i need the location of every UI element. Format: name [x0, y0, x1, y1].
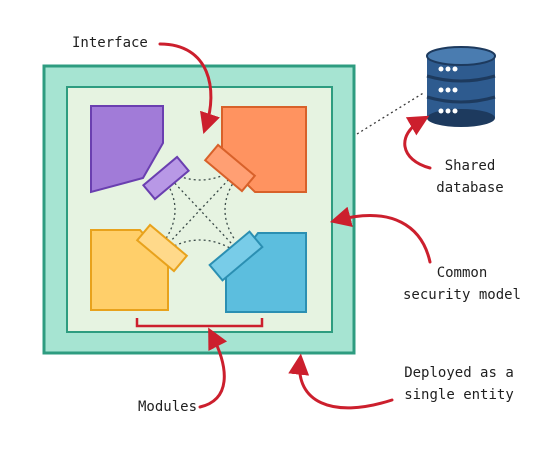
interface-label: Interface: [72, 35, 148, 51]
shared-database-label-line1: Shared: [444, 158, 496, 174]
shared-database-label: Shared database: [430, 155, 510, 199]
modules-bracket: [135, 318, 264, 328]
curved-arrow-icon: [158, 42, 432, 410]
arrow-deployed: [288, 353, 394, 410]
common-security-model-label: Common security model: [392, 262, 532, 306]
deployed-label-line1: Deployed as a: [404, 365, 514, 381]
modules-label: Modules: [138, 399, 198, 415]
module-blue: [208, 230, 307, 313]
database-icon: [426, 46, 496, 127]
arrow-shared-database: [403, 115, 432, 170]
interface-connector-yellow: [135, 223, 189, 273]
arrow-security-model: [329, 206, 432, 264]
common-security-model-label-line2: security model: [402, 287, 521, 303]
interface-connector-orange: [203, 143, 257, 193]
database-link: [356, 91, 426, 135]
module-yellow: [90, 223, 189, 311]
module-purple: [90, 105, 191, 201]
common-security-model-label-line1: Common: [436, 265, 488, 281]
arrow-interface: [158, 42, 220, 134]
deployed-label-line2: single entity: [404, 387, 514, 403]
module-orange: [203, 106, 307, 193]
shared-database-label-line2: database: [436, 180, 504, 196]
interface-connector-purple: [141, 155, 191, 201]
interface-connector-blue: [208, 230, 264, 282]
arrow-modules: [198, 327, 228, 409]
deployed-as-single-entity-label: Deployed as a single entity: [394, 362, 524, 406]
